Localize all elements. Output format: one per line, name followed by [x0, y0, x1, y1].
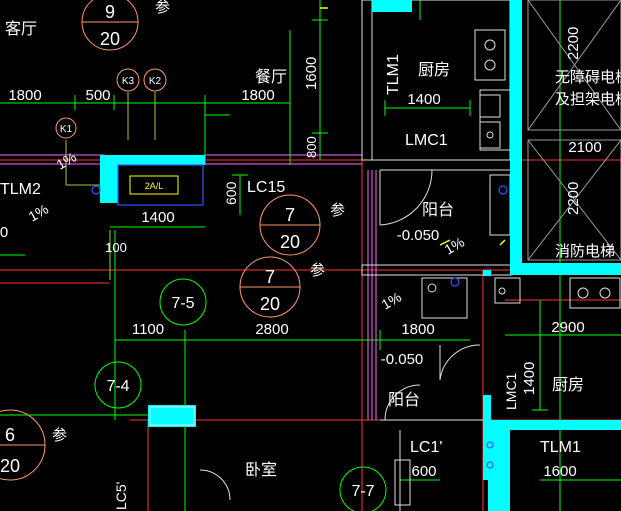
kitchen-fixtures — [394, 29, 621, 506]
dim-2800: 2800 — [255, 321, 288, 338]
dim-1800-a: 1800 — [8, 87, 41, 104]
dimension-text: 1800 500 1800 1400 2100 1400 100 1100 28… — [0, 87, 602, 480]
axis-bubbles — [94, 278, 387, 511]
axis-bubble-7-4 — [94, 361, 142, 409]
dim-1800-c: 1800 — [401, 321, 434, 338]
dim-1800-b: 1800 — [241, 87, 274, 104]
door-swings — [199, 169, 481, 501]
tag-lmc1-top: LMC1 — [405, 132, 448, 149]
k-bubble-text: K1 K3 K2 — [60, 76, 162, 135]
element-tags: TLM2 LC15 LMC1 LC1' TLM1 TLM1 LMC1 LC5' — [0, 54, 581, 510]
level-2: -0.050 — [381, 351, 424, 368]
callout-3-top: 7 — [265, 267, 275, 287]
callout-1-bottom: 20 — [100, 29, 120, 49]
dim-1400-a: 1400 — [407, 91, 440, 108]
blue-symbols — [91, 164, 508, 469]
ref-mark: 参 — [330, 202, 345, 219]
dim-600-b: 600 — [411, 463, 436, 480]
room-names: 客厅 餐厅 厨房 阳台 阳台 厨房 卧室 无障碍电梯 及担架电梯 消防电梯 — [5, 20, 621, 479]
room-bedroom: 卧室 — [245, 461, 277, 479]
tag-tlm1-top: TLM1 — [385, 54, 402, 95]
dim-1600-b: 1600 — [543, 463, 576, 480]
cut-mark: 0 — [0, 224, 8, 241]
axis-bubble-7-5 — [159, 278, 207, 326]
tag-lc15: LC15 — [247, 179, 285, 196]
callout-2-bottom: 20 — [280, 232, 300, 252]
ac-unit-box — [129, 175, 179, 195]
dim-1100: 1100 — [132, 321, 164, 338]
room-elevator-accessible-2: 及担架电梯 — [555, 91, 621, 108]
tag-lmc1-bottom: LMC1 — [503, 372, 519, 410]
room-balcony-bottom: 阳台 — [388, 391, 420, 409]
tag-tlm1-bottom: TLM1 — [540, 439, 581, 456]
dim-1400-v: 1400 — [521, 362, 538, 395]
ac-unit-label: 2A/L — [145, 181, 164, 191]
k1-label: K1 — [60, 124, 73, 135]
room-elevator-fire: 消防电梯 — [555, 243, 615, 260]
ref-marks: 参 参 参 参 — [52, 0, 345, 444]
dim-2200-v-b: 2200 — [565, 182, 582, 215]
room-kitchen-bottom: 厨房 — [552, 376, 584, 394]
callout-1-top: 9 — [105, 2, 115, 22]
cyan-walls — [100, 0, 621, 511]
vertical-dimension-text: 1600 800 600 2200 2200 1400 — [223, 27, 582, 395]
callout-4-top: 6 — [5, 425, 15, 445]
k1-bubble — [55, 117, 77, 139]
callout-3-bottom: 20 — [260, 294, 280, 314]
ref-mark: 参 — [52, 427, 67, 444]
dim-1600-v: 1600 — [303, 57, 320, 90]
axis-bubble-7-7 — [339, 466, 387, 511]
callout-4-bottom: 20 — [0, 456, 20, 476]
tag-tlm2: TLM2 — [0, 181, 41, 198]
ref-mark: 参 — [310, 262, 325, 279]
k2-label: K2 — [149, 76, 162, 87]
room-balcony-top: 阳台 — [422, 201, 454, 219]
dim-500: 500 — [85, 87, 110, 104]
detail-callouts — [0, 0, 321, 481]
dim-2900: 2900 — [551, 319, 584, 336]
k2-bubble — [143, 68, 167, 92]
callout-2-top: 7 — [285, 205, 295, 225]
leader-lines — [65, 92, 156, 280]
room-elevator-accessible-1: 无障碍电梯 — [555, 68, 621, 86]
window-lines — [0, 154, 377, 420]
room-dining: 餐厅 — [255, 68, 287, 86]
tag-lc1-bottom: LC1' — [410, 439, 442, 456]
level-1: -0.050 — [397, 227, 440, 244]
dim-2200-v-a: 2200 — [565, 27, 582, 60]
elevator-shafts — [527, 0, 621, 261]
dim-600-v: 600 — [223, 181, 239, 205]
room-living: 客厅 — [5, 20, 37, 38]
dim-800-v: 800 — [304, 136, 319, 158]
dim-1400-b: 1400 — [141, 209, 174, 226]
ref-mark: 参 — [155, 0, 170, 16]
yellow-marks — [320, 7, 506, 246]
k3-label: K3 — [122, 76, 135, 87]
axis-label-7-4: 7-4 — [106, 378, 129, 395]
column-outline — [149, 406, 195, 426]
room-kitchen-top: 厨房 — [418, 61, 450, 79]
callout-text: 9 20 7 20 7 20 6 20 — [0, 2, 300, 476]
axis-bubble-text: 7-5 7-4 7-7 — [106, 295, 374, 500]
dim-2100: 2100 — [568, 139, 601, 156]
tag-lc5-left: LC5' — [113, 482, 129, 510]
k3-bubble — [116, 68, 140, 92]
dim-100: 100 — [105, 240, 127, 255]
axis-label-7-7: 7-7 — [351, 483, 374, 500]
axis-label-7-5: 7-5 — [171, 295, 194, 312]
